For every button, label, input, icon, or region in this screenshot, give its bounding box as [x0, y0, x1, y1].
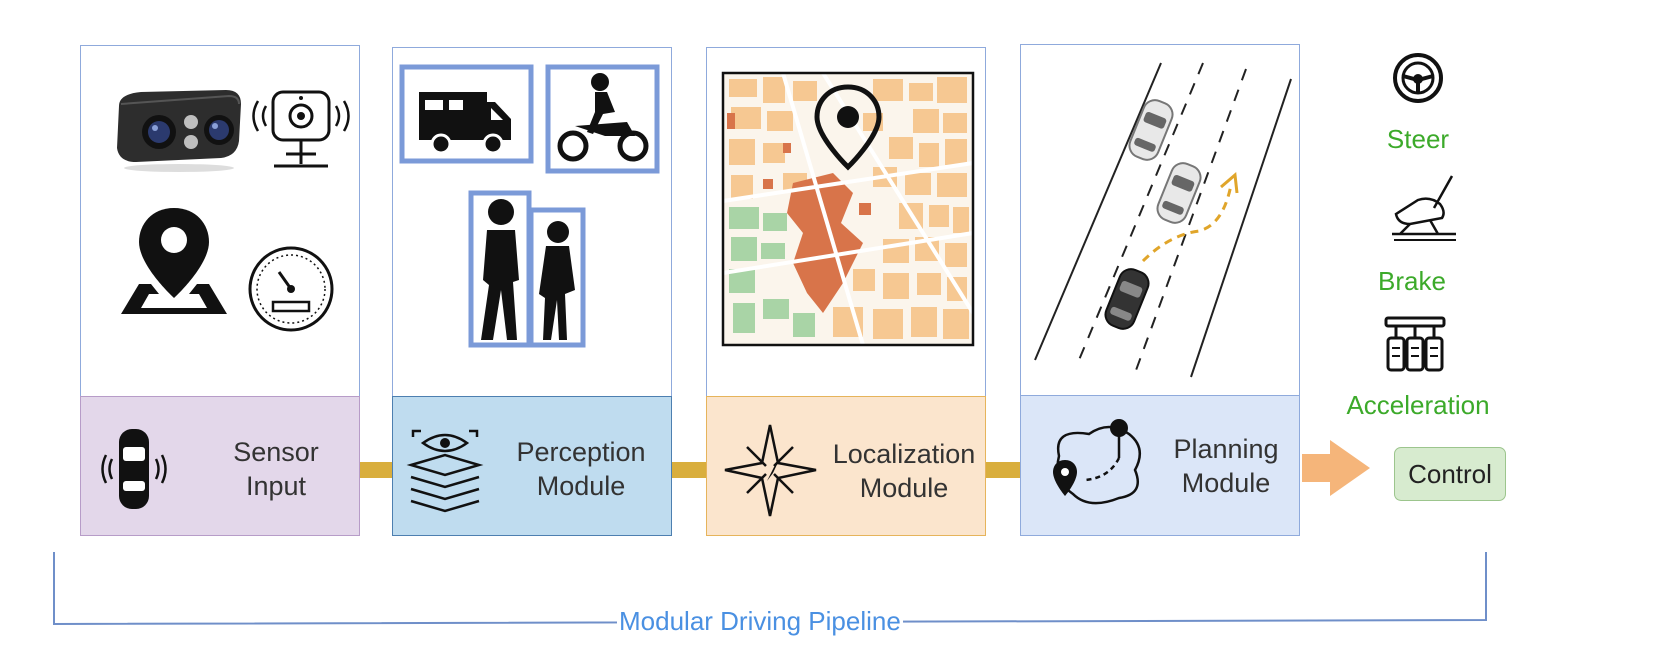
- steering-wheel-icon: [1393, 53, 1443, 103]
- pedestrians-detection-icon: [468, 190, 586, 348]
- speedometer-icon: [248, 246, 334, 332]
- vision-layers-icon: [406, 429, 484, 513]
- control-box: Control: [1394, 447, 1506, 501]
- city-map: [721, 71, 975, 347]
- steer-label: Steer: [1386, 124, 1450, 154]
- wireless-camera-icon: [252, 90, 350, 168]
- pedals-icon: [1384, 316, 1446, 372]
- connector-2: [672, 462, 706, 478]
- connector-3: [986, 462, 1020, 478]
- brake-pedal-icon: [1392, 175, 1456, 241]
- stereo-camera-icon: [117, 90, 241, 172]
- planning-panel: [1020, 44, 1300, 396]
- truck-detection-icon: [399, 64, 534, 164]
- compass-icon: [724, 424, 817, 517]
- map-pin-icon: [121, 208, 227, 314]
- sensor-panel: [80, 45, 360, 397]
- pipeline-label: Modular Driving Pipeline: [617, 606, 903, 637]
- output-arrow: [1302, 440, 1370, 496]
- acceleration-label: Acceleration: [1346, 390, 1490, 420]
- brake-label: Brake: [1378, 266, 1446, 296]
- motorcycle-detection-icon: [545, 64, 660, 174]
- localization-panel: [706, 47, 986, 397]
- road-trajectory-illustration: [1034, 62, 1292, 378]
- connector-1: [360, 462, 392, 478]
- connected-car-icon: [101, 429, 167, 509]
- perception-panel: [392, 47, 672, 397]
- route-planning-icon: [1053, 419, 1142, 505]
